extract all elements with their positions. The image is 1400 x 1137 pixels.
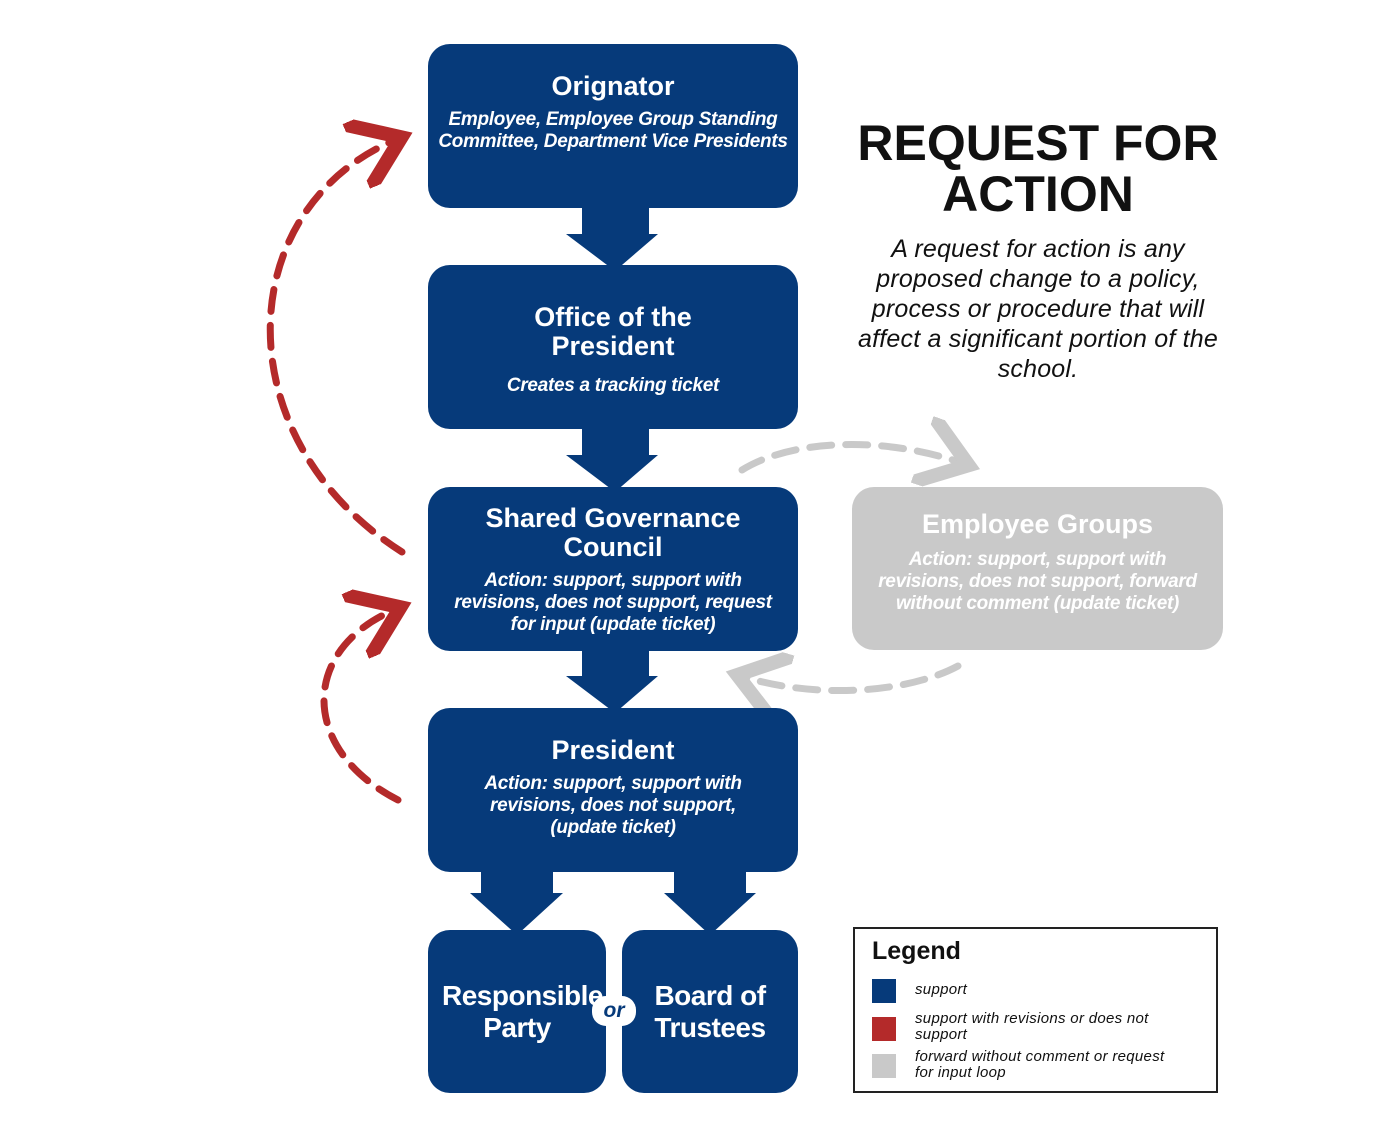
page-description: A request for action is any proposed cha… — [858, 235, 1218, 383]
red-loop-president-to-council — [320, 610, 398, 804]
arrow-president-to-board — [664, 868, 756, 935]
employee-groups-box: Employee Groups Action: support, support… — [852, 487, 1223, 650]
arrow-originator-to-office — [566, 204, 658, 271]
gray-loop-council-to-groups — [738, 445, 962, 470]
originator-description: Employee, Employee Group Standing Commit… — [438, 109, 788, 152]
office-description: Creates a tracking ticket — [506, 375, 720, 396]
page-title: REQUEST FOR ACTION — [857, 115, 1219, 222]
president-box: President Action: support, support with … — [428, 708, 798, 872]
originator-title: Orignator — [551, 71, 675, 101]
employee-groups-title: Employee Groups — [921, 509, 1154, 539]
red-loop-council-to-originator — [266, 140, 402, 556]
president-description: Action: support, support with revisions,… — [484, 773, 742, 838]
responsible-party-box: Responsible Party — [428, 930, 606, 1093]
legend-swatch-forward — [872, 1054, 896, 1078]
responsible-title: Responsible Party — [442, 979, 603, 1043]
legend-label-forward: forward without comment or request for i… — [915, 1048, 1165, 1081]
legend-title: Legend — [872, 937, 961, 965]
legend-label-support: support — [915, 981, 968, 998]
legend-swatch-revisions — [872, 1017, 896, 1041]
council-title: Shared Governance Council — [485, 503, 741, 562]
arrow-office-to-council — [566, 425, 658, 492]
president-title: President — [551, 735, 675, 765]
office-of-president-box: Office of the President Creates a tracki… — [428, 265, 798, 429]
legend-swatch-support — [872, 979, 896, 1003]
legend-label-revisions: support with revisions or does not suppo… — [915, 1010, 1149, 1043]
arrow-president-to-responsible — [470, 868, 563, 935]
or-label: or — [592, 996, 636, 1026]
shared-governance-council-box: Shared Governance Council Action: suppor… — [428, 487, 798, 651]
employee-groups-description: Action: support, support with revisions,… — [878, 549, 1197, 614]
gray-loop-groups-to-council — [744, 666, 962, 691]
council-description: Action: support, support with revisions,… — [454, 570, 772, 635]
arrow-council-to-president — [566, 647, 658, 713]
legend: Legend support support with revisions or… — [853, 927, 1218, 1093]
board-of-trustees-box: Board of Trustees — [622, 930, 798, 1093]
originator-box: Orignator Employee, Employee Group Stand… — [428, 44, 798, 208]
board-title: Board of Trustees — [654, 979, 766, 1043]
office-title: Office of the President — [534, 302, 692, 361]
